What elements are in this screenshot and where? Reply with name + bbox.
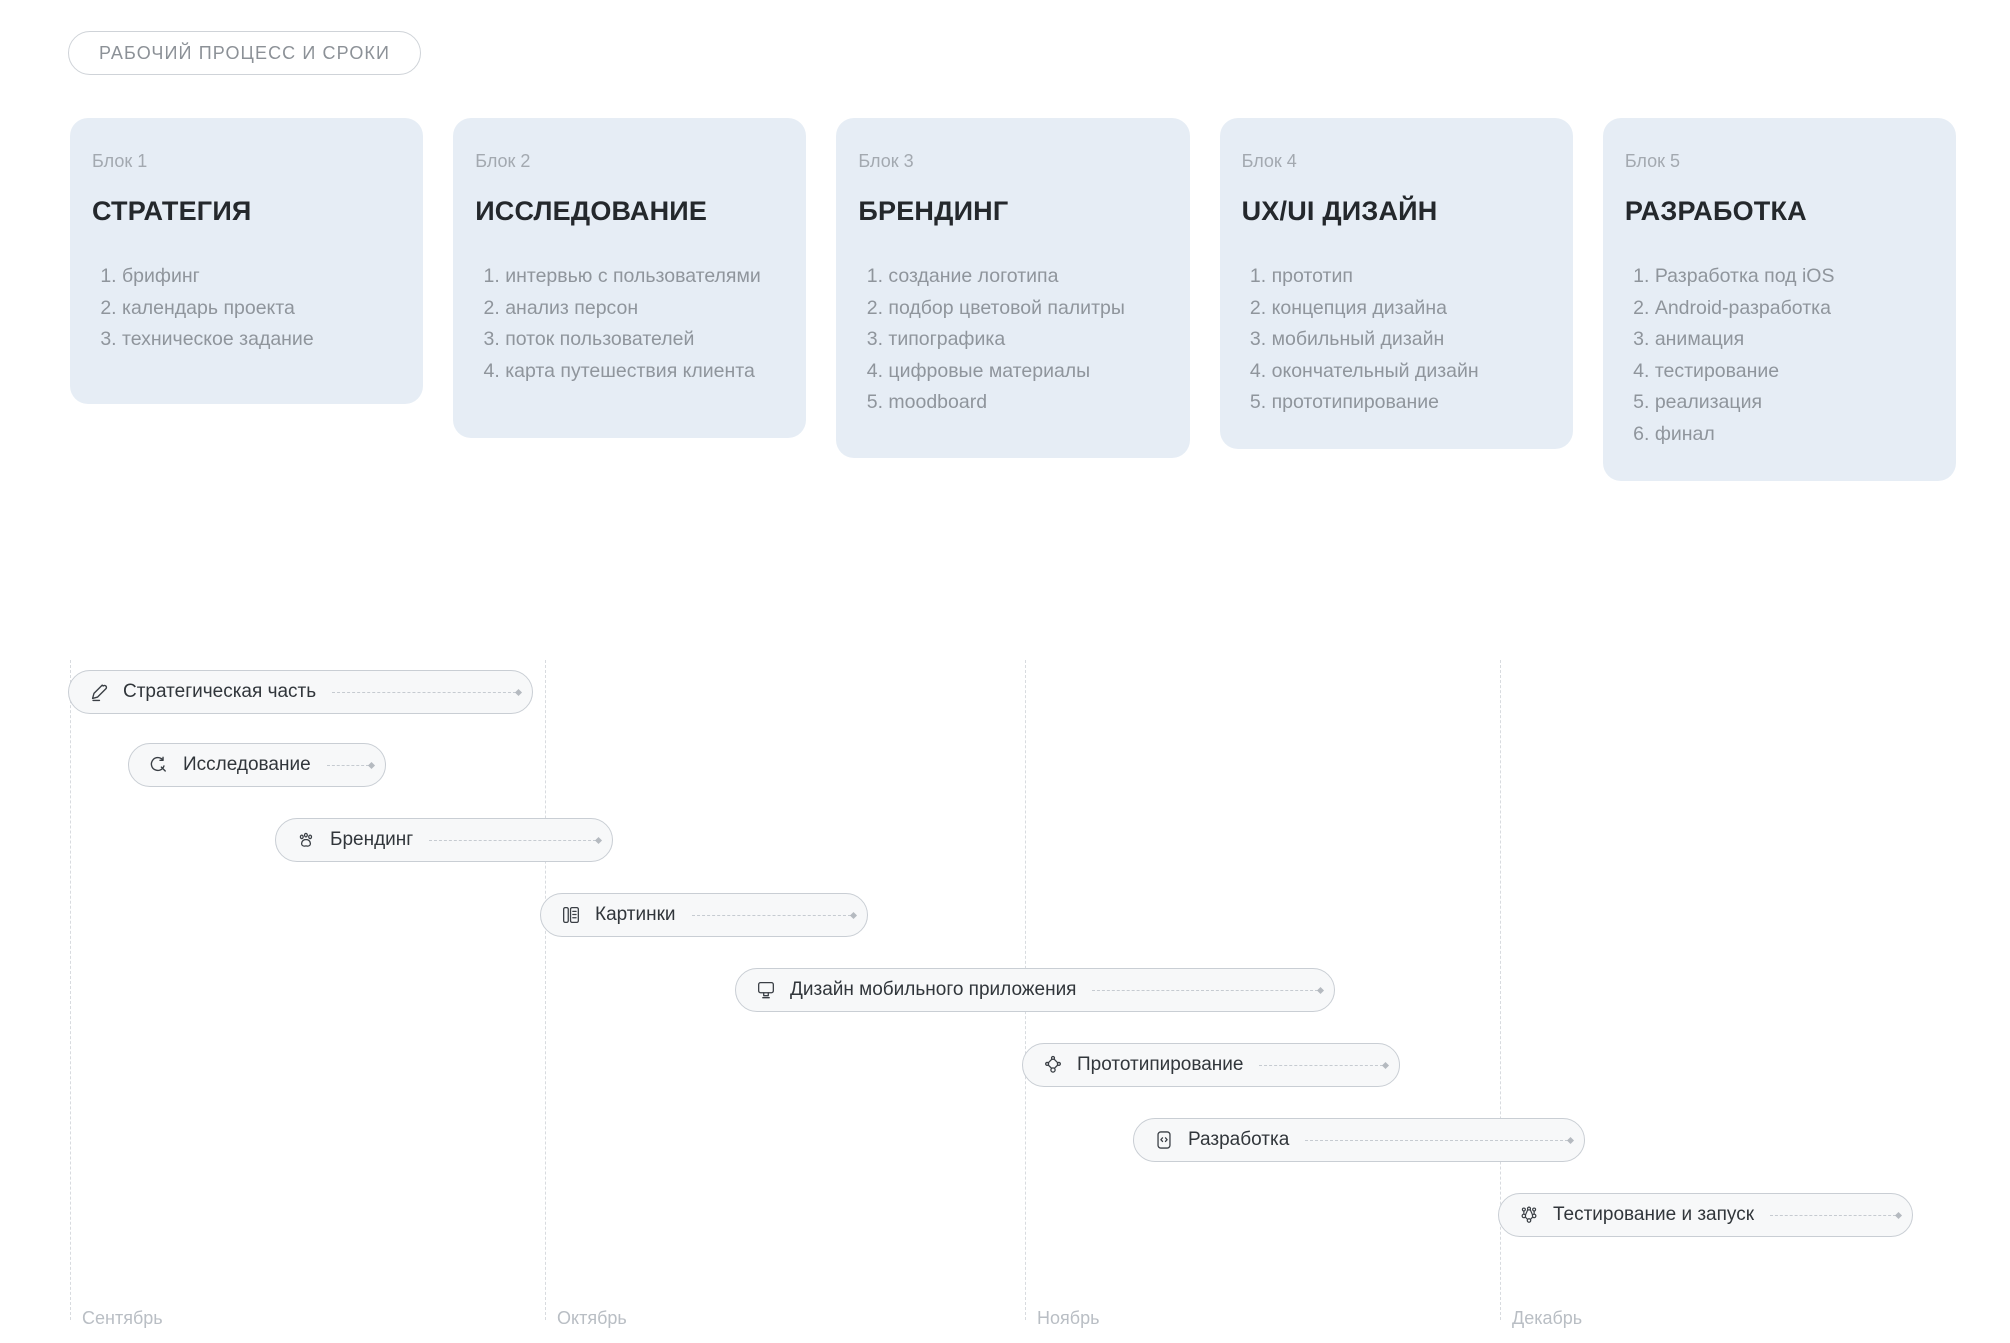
block-task-item: прототипирование [1272,387,1551,419]
timeline-task-pill[interactable]: Исследование [128,743,386,787]
month-label: Декабрь [1512,1308,1583,1328]
workflow-header-badge: РАБОЧИЙ ПРОЦЕСС И СРОКИ [68,31,422,75]
block-task-list: интервью с пользователямианализ персонпо… [475,261,784,387]
block-card-4: Блок 4 UX/UI ДИЗАЙН прототипконцепция диза… [1219,118,1573,449]
timeline-task-label: Прототипирование [1077,1054,1244,1075]
block-task-item: реализация [1655,387,1934,419]
block-title: РАЗРАБОТКА [1624,196,1807,226]
timeline-task-pill[interactable]: Картинки [540,893,868,937]
block-card-2: Блок 2 ИССЛЕДОВАНИЕ интервью с пользовател… [453,118,807,438]
timeline-task-pill[interactable]: Дизайн мобильного приложения [735,968,1335,1012]
timeline-task-trail [332,691,516,693]
block-eyebrow: Блок 5 [1624,151,1681,171]
block-task-item: мобильный дизайн [1272,324,1551,356]
page-title: РАБОЧИЙ ПРОЦЕСС И СРОКИ [99,42,391,63]
timeline-task-trail [1259,1064,1383,1066]
timeline-task-label: Стратегическая часть [123,681,317,702]
node-tree-icon [1041,1053,1065,1077]
block-task-item: окончательный дизайн [1272,356,1551,388]
timeline-task-label: Брендинг [330,829,414,850]
block-task-item: поток пользователей [505,324,784,356]
block-task-item: Разработка под iOS [1655,261,1934,293]
month-guide-line [70,660,71,1320]
block-task-item: типографика [888,324,1167,356]
code-file-icon [1152,1128,1176,1152]
block-title: ИССЛЕДОВАНИЕ [475,196,708,226]
users-group-icon [1517,1203,1541,1227]
block-eyebrow: Блок 3 [858,151,914,171]
block-title: БРЕНДИНГ [858,196,1009,226]
timeline-task-label: Дизайн мобильного приложения [790,979,1077,1000]
block-task-item: moodboard [888,387,1167,419]
block-task-item: подбор цветовой палитры [888,293,1167,325]
paw-icon [294,828,318,852]
pencil-icon [87,680,111,704]
stamp-icon [754,978,778,1002]
month-guide-line [1500,660,1501,1320]
block-task-item: карта путешествия клиента [505,356,784,388]
timeline-task-label: Разработка [1188,1129,1290,1150]
month-guide-line [545,660,546,1320]
block-eyebrow: Блок 2 [475,151,531,171]
timeline-task-trail [429,839,596,841]
timeline-task-label: Тестирование и запуск [1553,1204,1755,1225]
images-icon [559,903,583,927]
block-card-5: Блок 5 РАЗРАБОТКА Разработка под iOSAndroi… [1602,118,1957,481]
timeline-task-pill[interactable]: Брендинг [275,818,613,862]
gantt-timeline: Сентябрь Октябрь Ноябрь Декабрь Стратегическ… [0,640,2010,1343]
month-label: Октябрь [557,1308,627,1328]
block-task-item: концепция дизайна [1272,293,1551,325]
timeline-task-pill[interactable]: Стратегическая часть [68,670,533,714]
timeline-task-trail [1770,1214,1896,1216]
block-task-item: прототип [1272,261,1551,293]
block-task-item: интервью с пользователями [505,261,784,293]
block-eyebrow: Блок 4 [1241,151,1297,171]
block-task-item: финал [1655,419,1934,451]
search-refresh-icon [147,753,171,777]
timeline-task-pill[interactable]: Тестирование и запуск [1498,1193,1913,1237]
block-task-item: тестирование [1655,356,1934,388]
block-eyebrow: Блок 1 [92,151,148,171]
block-task-list: создание логотипаподбор цветовой палитры… [858,261,1167,419]
block-task-list: прототипконцепция дизайнамобильный дизай… [1242,261,1551,419]
timeline-task-pill[interactable]: Прототипирование [1022,1043,1400,1087]
timeline-task-trail [1092,989,1318,991]
timeline-task-pill[interactable]: Разработка [1133,1118,1585,1162]
block-task-item: цифровые материалы [888,356,1167,388]
block-task-item: анимация [1655,324,1934,356]
block-task-list: Разработка под iOSAndroid-разработкааним… [1625,261,1934,450]
month-label: Сентябрь [82,1308,163,1328]
block-cards-row: Блок 1СТРАТЕГИЯбрифингкалендарь проектат… [70,118,1957,481]
timeline-task-trail [326,764,369,766]
month-label: Ноябрь [1037,1308,1100,1328]
block-title: СТРАТЕГИЯ [92,196,252,226]
timeline-task-trail [1305,1139,1568,1141]
block-card-3: Блок 3 БРЕНДИНГ создание логотипаподбор цв… [836,118,1190,458]
timeline-task-label: Исследование [183,754,311,775]
block-task-item: брифинг [122,261,401,293]
timeline-task-trail [691,914,851,916]
block-task-item: создание логотипа [888,261,1167,293]
block-task-item: техническое задание [122,324,401,356]
block-title: UX/UI ДИЗАЙН [1241,196,1438,226]
timeline-task-label: Картинки [595,904,676,925]
block-task-item: анализ персон [505,293,784,325]
block-task-item: календарь проекта [122,293,401,325]
block-task-list: брифингкалендарь проектатехническое зада… [92,261,401,356]
block-task-item: Android-разработка [1655,293,1934,325]
block-card-1: Блок 1 СТРАТЕГИЯ брифингкалендарь проектат… [70,118,424,404]
